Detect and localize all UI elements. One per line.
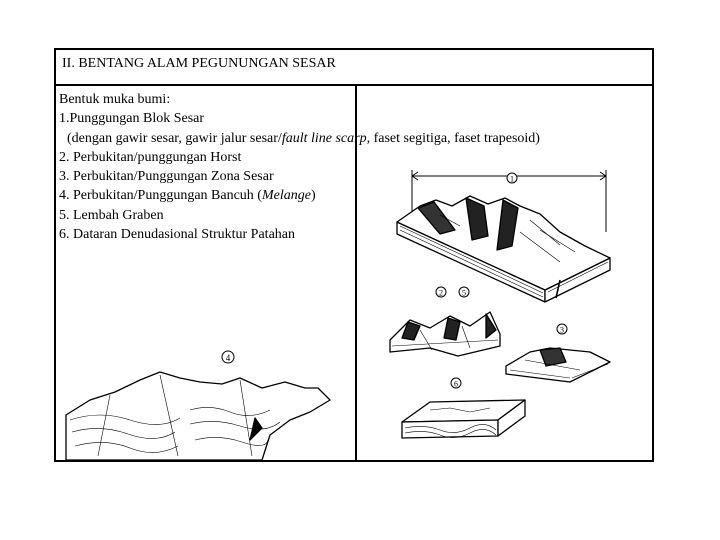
content-table: II. BENTANG ALAM PEGUNUNGAN SESAR Bentuk… [54,48,654,462]
detail-italic-text: fault line scarp [281,130,367,146]
label-2: 2 [439,289,443,298]
label-circle-1 [506,172,518,184]
list-item-5: 5. Lembah Graben [59,207,164,223]
title-row: II. BENTANG ALAM PEGUNUNGAN SESAR [56,50,652,86]
fault-block-ridge-illustration: 1 [396,170,611,303]
label-circle-3 [556,323,568,335]
horst-graben-illustration: 2 5 [389,286,501,357]
list-item-3: 3. Perbukitan/Punggungan Zona Sesar [59,169,274,185]
list-item-6: 6. Dataran Denudasional Struktur Patahan [59,227,295,243]
label-6: 6 [454,380,458,389]
list-item-1: 1.Punggungan Blok Sesar [59,111,205,127]
denudational-plain-illustration: 6 [401,377,526,439]
landform-list: Bentuk muka bumi: 1.Punggungan Blok Sesa… [59,90,619,244]
list-item-2: 2. Perbukitan/punggungan Horst [59,149,242,165]
label-1: 1 [510,175,514,184]
column-divider [355,86,357,462]
label-circle-6 [450,377,462,389]
list-item-1-detail: (dengan gawir sesar, gawir jalur sesar/f… [59,129,619,148]
label-4: 4 [226,353,231,363]
item4-italic-text: Melange [261,188,311,204]
item4-text-end: ) [310,188,316,204]
fault-zone-ridge-illustration: 3 [505,323,611,383]
detail-text: (dengan gawir sesar, gawir jalur sesar/ [67,130,282,146]
melange-ridge-illustration: 4 [65,350,331,461]
slide-title: II. BENTANG ALAM PEGUNUNGAN SESAR [62,56,336,71]
item4-text: 4. Perbukitan/Punggungan Bancuh ( [59,188,262,204]
detail-text-end: , faset segitiga, faset trapesoid) [366,130,540,146]
label-circle-5 [458,286,470,298]
label-circle-4 [221,350,235,364]
label-3: 3 [560,326,564,335]
list-item-4: 4. Perbukitan/Punggungan Bancuh (Melange… [59,186,619,205]
list-heading: Bentuk muka bumi: [59,92,171,107]
label-circle-2 [435,286,447,298]
label-5: 5 [462,289,466,298]
